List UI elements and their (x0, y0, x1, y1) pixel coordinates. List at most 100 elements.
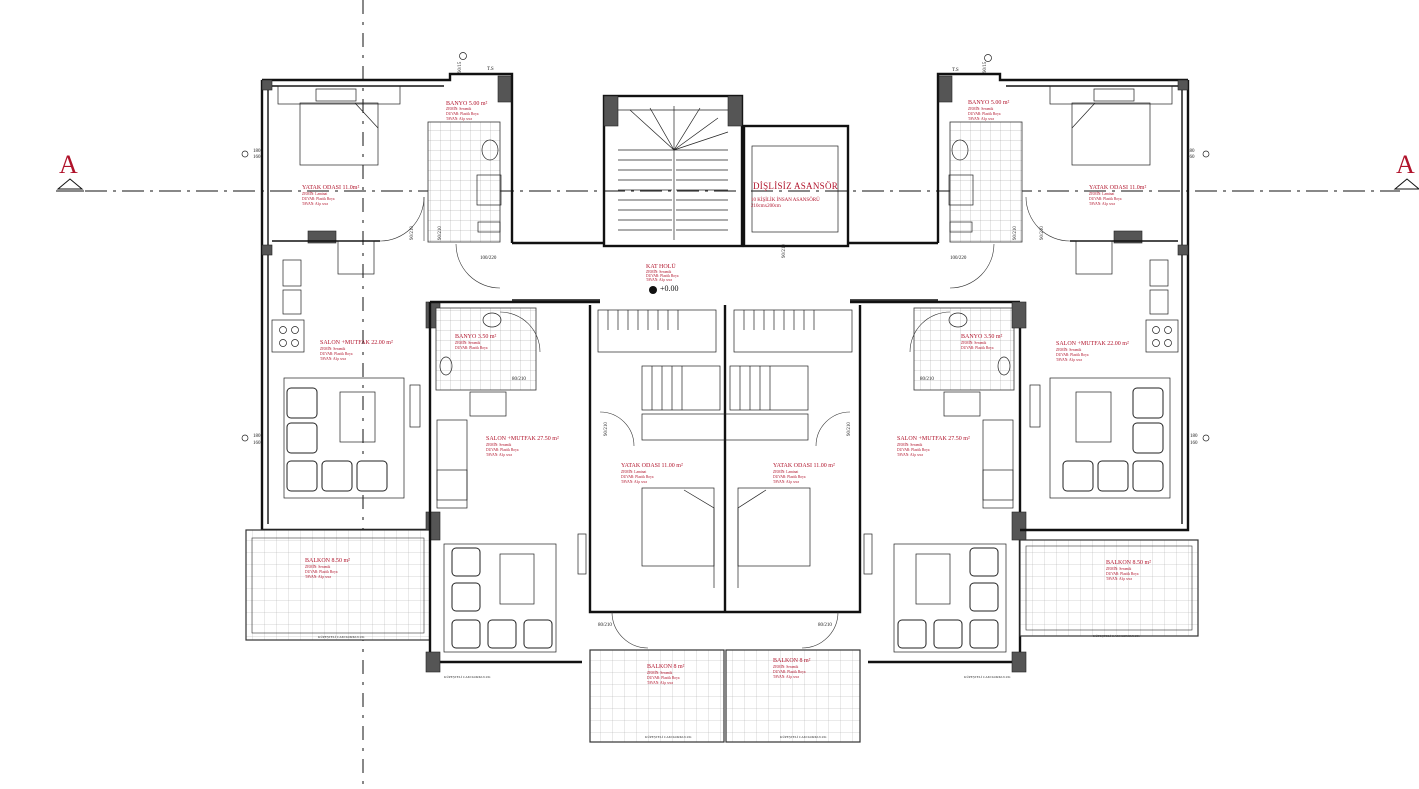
dim-win-l4: 160 (253, 441, 261, 446)
room-bed-tl-ceiling: TAVAN: Alçı sıva (302, 202, 328, 206)
elevator-size: 210cmx200cm (751, 204, 781, 209)
room-salon-ml-name: SALON +MUTFAK 27.50 m² (486, 436, 559, 442)
elevator-title: DİŞLİSİZ ASANSÖR (753, 181, 838, 191)
unit-middle-bedrooms (577, 305, 873, 743)
hall-elevation: +0.00 (660, 284, 679, 293)
room-balcony-bl-floor: ZEMİN: Seramik (647, 670, 672, 675)
rail-label-br: KÜPEŞTELİ CAM KORKULUK (780, 734, 827, 739)
room-salon-mr-name: SALON +MUTFAK 27.50 m² (897, 436, 970, 442)
room-balcony-l-ceiling: TAVAN: Alçı sıva (305, 575, 331, 579)
dim-door-80-b: 80/210 (920, 377, 934, 382)
section-marker-right: A (1393, 150, 1419, 190)
rail-label-l: KÜPEŞTELİ CAM KORKULUK (318, 634, 365, 639)
hall-floor: ZEMİN: Seramik (646, 269, 671, 274)
dim-fs-r: 90/15 (983, 61, 988, 73)
dim-door-c: 90/210 (1013, 226, 1018, 240)
railing-labels: KÜPEŞTELİ CAM KORKULUK KÜPEŞTELİ CAM KOR… (318, 633, 1140, 739)
rail-label-r: KÜPEŞTELİ CAM KORKULUK (1093, 633, 1140, 638)
hall-wall: DUVAR: Plastik Boya (646, 274, 679, 278)
dim-door-100-l: 100/220 (480, 256, 497, 261)
room-balcony-bl-name: BALKON 8 m² (647, 664, 685, 670)
dim-win-r3: 180 (1190, 434, 1198, 439)
hall-name: KAT HOLÜ (646, 263, 676, 270)
room-salon-ml-ceiling: TAVAN: Alçı sıva (486, 453, 512, 457)
room-bed-ml-floor: ZEMİN: Laminat (621, 469, 646, 474)
dim-ts-l: T.S (487, 67, 494, 72)
dim-win-r2: 160 (1187, 155, 1195, 160)
room-bed-ml-ceiling: TAVAN: Alçı sıva (621, 480, 647, 484)
room-bath-ml-name: BANYO 3.50 m² (455, 334, 497, 340)
unit-middle-left (409, 300, 600, 673)
room-bath-tl-name: BANYO 5.00 m² (446, 101, 488, 107)
dim-door-100-r: 100/220 (950, 256, 967, 261)
dimensions: 180 160 180 160 180 160 180 160 90/210 9… (241, 52, 1210, 628)
dim-win-l2: 160 (253, 155, 261, 160)
dim-win-r1: 180 (1187, 149, 1195, 154)
unit-top-left (245, 72, 514, 641)
room-bath-tr-floor: ZEMİN: Seramik (968, 106, 993, 111)
room-bath-tl-floor: ZEMİN: Seramik (446, 106, 471, 111)
room-balcony-r-floor: ZEMİN: Seramik (1106, 566, 1131, 571)
dim-win-r4: 160 (1190, 441, 1198, 446)
hall-ceiling: TAVAN: Alçı sıva (646, 278, 672, 282)
room-salon-tl-ceiling: TAVAN: Alçı sıva (320, 357, 346, 361)
dim-door-80-a: 80/210 (512, 377, 526, 382)
rail-label-ml: KÜPEŞTELİ CAM KORKULUK (444, 674, 491, 679)
room-bath-mr-wall: DUVAR: Plastik Boya (961, 346, 994, 350)
stair-core: DİŞLİSİZ ASANSÖR 10 KİŞİLİK İNSAN ASANSÖ… (602, 94, 850, 258)
dim-win-l1: 180 (253, 149, 261, 154)
room-bath-ml-floor: ZEMİN: Seramik (455, 340, 480, 345)
room-salon-mr-wall: DUVAR: Plastik Boya (897, 448, 930, 452)
room-balcony-bl-wall: DUVAR: Plastik Boya (647, 676, 680, 680)
room-salon-tl-name: SALON +MUTFAK 22.00 m² (320, 340, 393, 346)
room-bed-tl-name: YATAK ODASI 11.0m² (302, 185, 359, 191)
room-balcony-r-wall: DUVAR: Plastik Boya (1106, 572, 1139, 576)
room-balcony-l-wall: DUVAR: Plastik Boya (305, 570, 338, 574)
rail-label-bl: KÜPEŞTELİ CAM KORKULUK (645, 734, 692, 739)
dim-door-b: 90/210 (438, 226, 443, 240)
dim-door-f: 90/210 (847, 422, 852, 436)
dim-door-d: 90/210 (1040, 226, 1045, 240)
unit-middle-right (850, 300, 1041, 673)
room-bed-tl-wall: DUVAR: Plastik Boya (302, 197, 335, 201)
room-balcony-bl-ceiling: TAVAN: Alçı sıva (647, 681, 673, 685)
room-bed-tr-floor: ZEMİN: Laminat (1089, 191, 1114, 196)
room-salon-tl-floor: ZEMİN: Seramik (320, 346, 345, 351)
dim-win-l3: 180 (253, 434, 261, 439)
elevator-capacity: 10 KİŞİLİK İNSAN ASANSÖRÜ (751, 197, 820, 203)
room-bed-mr-ceiling: TAVAN: Alçı sıva (773, 480, 799, 484)
room-balcony-br-ceiling: TAVAN: Alçı sıva (773, 675, 799, 679)
room-salon-ml-floor: ZEMİN: Seramik (486, 442, 511, 447)
room-bed-mr-name: YATAK ODASI 11.00 m² (773, 463, 835, 469)
corridor (512, 241, 938, 301)
room-bath-tl-wall: DUVAR: Plastik Boya (446, 112, 479, 116)
dim-door-a: 90/210 (410, 226, 415, 240)
room-balcony-l-floor: ZEMİN: Seramik (305, 564, 330, 569)
dim-door-80-c: 80/210 (598, 623, 612, 628)
room-bed-ml-name: YATAK ODASI 11.00 m² (621, 463, 683, 469)
room-bath-tr-wall: DUVAR: Plastik Boya (968, 112, 1001, 116)
room-bath-tr-name: BANYO 5.00 m² (968, 100, 1010, 106)
room-balcony-l-name: BALKON 8.50 m² (305, 558, 350, 564)
room-balcony-r-name: BALKON 8.50 m² (1106, 560, 1151, 566)
room-balcony-r-ceiling: TAVAN: Alçı sıva (1106, 577, 1132, 581)
room-balcony-br-wall: DUVAR: Plastik Boya (773, 670, 806, 674)
room-salon-tr-floor: ZEMİN: Seramik (1056, 347, 1081, 352)
room-bed-tr-name: YATAK ODASI 11.0m² (1089, 185, 1146, 191)
hall-label: KAT HOLÜ ZEMİN: Seramik DUVAR: Plastik B… (646, 263, 679, 294)
room-bath-mr-floor: ZEMİN: Seramik (961, 340, 986, 345)
room-salon-tr-wall: DUVAR: Plastik Boya (1056, 353, 1089, 357)
rail-label-mr: KÜPEŞTELİ CAM KORKULUK (964, 674, 1011, 679)
room-bath-tl-ceiling: TAVAN: Alçı sıva (446, 117, 472, 121)
room-labels: YATAK ODASI 11.0m² ZEMİN: Laminat DUVAR:… (302, 100, 1151, 685)
room-bed-tr-wall: DUVAR: Plastik Boya (1089, 197, 1122, 201)
room-bath-mr-name: BANYO 3.50 m² (961, 334, 1003, 340)
room-salon-mr-ceiling: TAVAN: Alçı sıva (897, 453, 923, 457)
dim-ts-r: T.S (952, 68, 959, 73)
dim-fs-l: 90/15 (458, 61, 463, 73)
unit-top-right (936, 72, 1199, 637)
room-bed-tr-ceiling: TAVAN: Alçı sıva (1089, 202, 1115, 206)
room-bath-tr-ceiling: TAVAN: Alçı sıva (968, 117, 994, 121)
section-marker-left: A (56, 150, 84, 192)
